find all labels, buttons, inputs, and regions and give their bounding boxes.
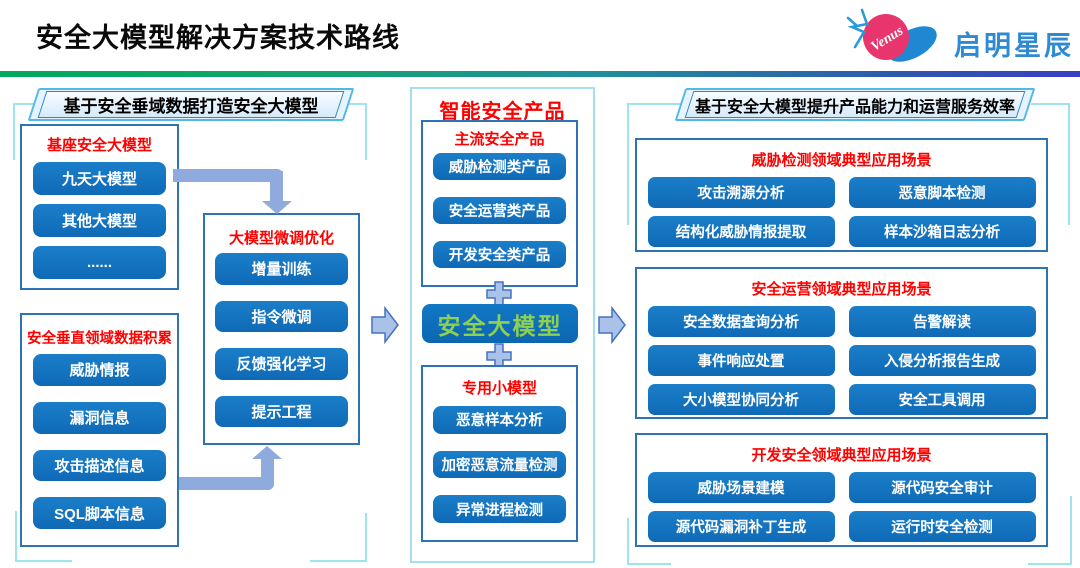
node-model-collaboration-analysis: 大小模型协同分析: [647, 384, 835, 415]
right-banner-label: 基于安全大模型提升产品能力和运营服务效率: [694, 98, 1015, 116]
page-title: 安全大模型解决方案技术路线: [36, 23, 400, 53]
node-rlhf: 反馈强化学习: [215, 348, 348, 380]
node-sandbox-log-analysis: 样本沙箱日志分析: [848, 216, 1036, 247]
corner-bracket: [15, 511, 72, 562]
security-ops-scenarios-title: 安全运营领域典型应用场景: [751, 281, 932, 298]
corner-bracket: [339, 103, 367, 160]
node-jiutian-model: 九天大模型: [33, 162, 166, 195]
node-source-code-audit: 源代码安全审计: [848, 472, 1036, 503]
intelligent-products-title: 智能安全产品: [439, 101, 566, 123]
corner-bracket: [1031, 103, 1070, 225]
node-incremental-training: 增量训练: [215, 253, 348, 285]
node-vuln-info: 漏洞信息: [33, 401, 166, 434]
node-threat-intel: 威胁情报: [33, 354, 166, 386]
node-runtime-security-detection: 运行时安全检测: [848, 511, 1036, 542]
corner-bracket: [1028, 496, 1072, 565]
right-section-banner: 基于安全大模型提升产品能力和运营服务效率: [674, 88, 1036, 121]
node-malicious-script-detection: 恶意脚本检测: [848, 177, 1036, 208]
mainstream-products-title: 主流安全产品: [454, 131, 545, 148]
node-prompt-engineering: 提示工程: [215, 395, 348, 427]
node-threat-scenario-modeling: 威胁场景建模: [647, 472, 835, 503]
left-section-banner: 基于安全垂域数据打造安全大模型: [27, 88, 355, 121]
node-abnormal-process-detection: 异常进程检测: [433, 495, 566, 524]
node-instruction-tuning: 指令微调: [215, 300, 348, 332]
domain-data-panel: 安全垂直领域数据积累 威胁情报 漏洞信息 攻击描述信息 SQL脚本信息: [20, 313, 179, 547]
special-small-model-title: 专用小模型: [461, 380, 537, 397]
node-incident-response: 事件响应处置: [647, 345, 835, 376]
finetune-panel: 大模型微调优化 增量训练 指令微调 反馈强化学习 提示工程: [203, 213, 360, 445]
right-block-arrow-icon: [371, 306, 399, 344]
security-ops-scenarios-panel: 安全运营领域典型应用场景 安全数据查询分析 告警解读 事件响应处置 入侵分析报告…: [635, 267, 1048, 419]
logo-wordmark: 启明星辰: [954, 31, 1074, 61]
title-divider: [0, 71, 1080, 77]
node-alert-interpretation: 告警解读: [848, 306, 1036, 337]
node-intrusion-report-generation: 入侵分析报告生成: [848, 345, 1036, 376]
node-sql-script-info: SQL脚本信息: [33, 497, 166, 529]
node-security-tool-invocation: 安全工具调用: [848, 384, 1036, 415]
base-model-panel-title: 基座安全大模型: [46, 137, 152, 154]
node-vuln-patch-generation: 源代码漏洞补丁生成: [647, 511, 835, 542]
security-large-model-node: 安全大模型: [422, 304, 578, 343]
devsec-scenarios-title: 开发安全领域典型应用场景: [751, 447, 932, 464]
corner-bracket: [627, 103, 681, 225]
node-devsec-products: 开发安全类产品: [433, 241, 566, 268]
threat-detection-scenarios-title: 威胁检测领域典型应用场景: [751, 152, 932, 169]
right-block-arrow-icon: [598, 306, 626, 344]
threat-detection-scenarios-panel: 威胁检测领域典型应用场景 攻击溯源分析 恶意脚本检测 结构化威胁情报提取 样本沙…: [635, 138, 1048, 252]
special-small-model-panel: 专用小模型 恶意样本分析 加密恶意流量检测 异常进程检测: [421, 365, 578, 542]
venus-logo-icon: Venus: [846, 8, 937, 62]
node-data-query-analysis: 安全数据查询分析: [647, 306, 835, 337]
devsec-scenarios-panel: 开发安全领域典型应用场景 威胁场景建模 源代码安全审计 源代码漏洞补丁生成 运行…: [635, 433, 1048, 547]
node-threat-detection-products: 威胁检测类产品: [433, 153, 566, 180]
node-attack-description: 攻击描述信息: [33, 449, 166, 482]
node-structured-intel-extraction: 结构化威胁情报提取: [647, 216, 835, 247]
base-model-panel: 基座安全大模型 九天大模型 其他大模型 ......: [20, 124, 179, 290]
node-security-ops-products: 安全运营类产品: [433, 197, 566, 224]
node-other-model: 其他大模型: [33, 204, 166, 237]
node-attack-tracing: 攻击溯源分析: [647, 177, 835, 208]
node-more-models: ......: [33, 246, 166, 279]
corner-bracket: [13, 103, 41, 160]
left-banner-label: 基于安全垂域数据打造安全大模型: [63, 97, 319, 116]
mainstream-products-panel: 主流安全产品 威胁检测类产品 安全运营类产品 开发安全类产品: [421, 120, 578, 287]
domain-data-panel-title: 安全垂直领域数据积累: [27, 331, 172, 347]
node-malicious-sample-analysis: 恶意样本分析: [433, 406, 566, 434]
finetune-panel-title: 大模型微调优化: [228, 230, 334, 247]
node-encrypted-traffic-detection: 加密恶意流量检测: [433, 450, 566, 479]
venustech-logo: Venus 启明星辰: [846, 6, 1078, 68]
corner-bracket: [310, 513, 367, 562]
security-large-model-label: 安全大模型: [437, 312, 563, 339]
corner-bracket: [627, 518, 671, 565]
